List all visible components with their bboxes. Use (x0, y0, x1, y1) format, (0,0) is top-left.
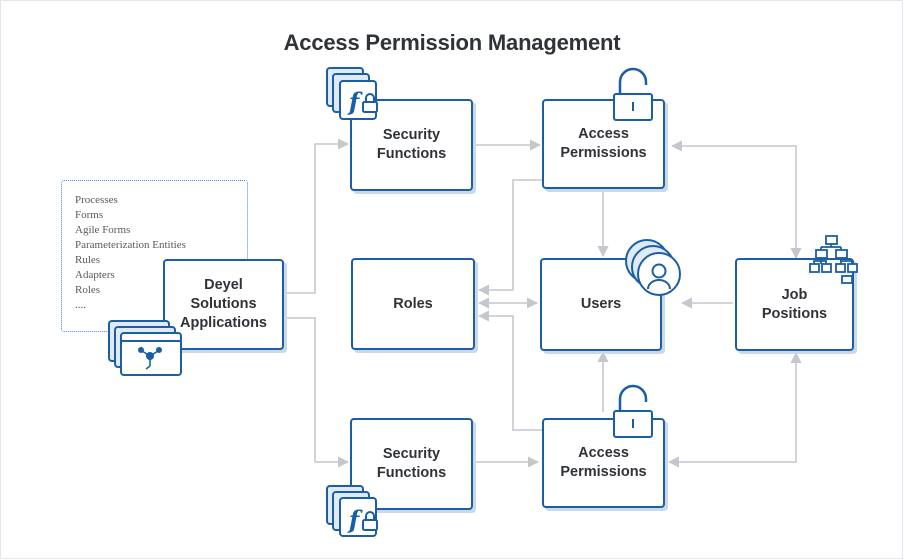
list-item: .... (75, 299, 86, 311)
list-item: Roles (75, 284, 101, 296)
node-label: Security Functions (376, 127, 447, 162)
function-doc-icon: f (326, 485, 378, 537)
node-label: Job Positions (761, 286, 828, 322)
org-chart-icon (809, 235, 858, 284)
arrow-ap-top-jobs (670, 140, 802, 260)
app-window-icon (108, 320, 182, 376)
diagram-title: Access Permission Management (283, 30, 621, 55)
node-label: Users (580, 296, 622, 313)
list-item: Rules (75, 254, 101, 266)
arrow-ap-bottom-to-roles (477, 310, 543, 431)
arrow-apps-to-sf-bottom (284, 317, 350, 468)
padlock-icon (613, 384, 653, 438)
function-doc-icon: f (326, 67, 378, 120)
node-label: Roles (393, 295, 433, 312)
list-item: Adapters (75, 269, 115, 281)
node-label: Access Permissions (560, 445, 647, 480)
padlock-icon (613, 67, 653, 121)
node-deyel-apps[interactable]: Deyel Solutions Applications (163, 259, 284, 350)
node-label: Access Permissions (560, 126, 647, 161)
arrow-ap-top-to-roles (477, 179, 543, 296)
list-item: Parameterization Entities (75, 239, 186, 251)
node-job-positions[interactable]: Job Positions (735, 258, 854, 351)
node-roles[interactable]: Roles (351, 258, 475, 350)
arrow-apps-to-sf-top (284, 138, 350, 294)
svg-text:f: f (347, 87, 363, 116)
list-item: Processes (75, 194, 118, 206)
user-group-icon (625, 239, 681, 296)
node-label: Deyel Solutions Applications (179, 277, 267, 331)
node-label: Security Functions (376, 446, 447, 481)
list-item: Forms (75, 209, 104, 221)
arrow-ap-bottom-jobs (667, 351, 802, 468)
node-security-functions-bottom[interactable]: Security Functions (350, 418, 473, 510)
source-list-panel: Processes Forms Agile Forms Parameteriza… (61, 180, 248, 332)
svg-text:f: f (347, 505, 363, 534)
list-item: Agile Forms (75, 224, 131, 236)
